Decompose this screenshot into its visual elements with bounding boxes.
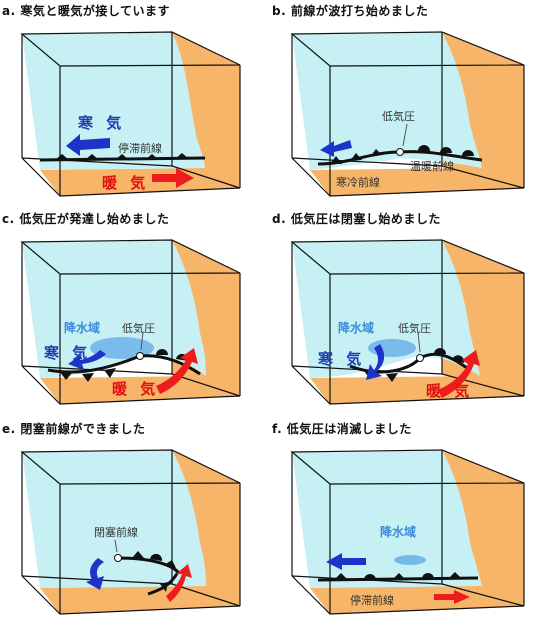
cold-air-arrow [86, 558, 104, 590]
warm-air-floor [310, 168, 524, 196]
warm-front [139, 354, 201, 376]
precip-label: 降水域 [338, 320, 374, 335]
warm-front [399, 150, 483, 162]
panel-d: d. 低気圧は閉塞し始めました 降水域 低気圧 [270, 208, 535, 413]
panel-b-diagram: 低気圧 温暖前線 寒冷前線 [290, 31, 525, 197]
occluded-front [117, 556, 180, 596]
warm-air-floor [310, 586, 524, 614]
panel-a: a. 寒気と暖気が接しています 寒 気 暖 気 [0, 0, 265, 205]
panel-c-caption: c. 低気圧が発達し始めました [2, 212, 170, 226]
panel-b-caption: b. 前線が波打ち始めました [272, 4, 429, 18]
warm-air-label: 暖 気 [112, 380, 159, 398]
cold-air-arrow [320, 140, 352, 157]
cold-front [349, 356, 422, 374]
warm-air-label: 暖 気 [102, 174, 149, 192]
warm-air-label: 暖 気 [426, 382, 473, 400]
cold-air-arrow [68, 350, 106, 370]
panel-b: b. 前線が波打ち始めました 低気圧 [270, 0, 535, 205]
low-label: 低気圧 [122, 321, 155, 335]
panel-d-diagram: 降水域 低気圧 寒 気 暖 気 [290, 239, 525, 405]
cold-air-region [22, 450, 206, 588]
warm-air-floor [310, 376, 524, 404]
low-label: 低気圧 [398, 321, 431, 335]
warm-air-arrow [156, 348, 198, 394]
panel-c-diagram: 降水域 低気圧 寒 気 暖 気 [20, 239, 241, 405]
front-label: 停滞前線 [350, 593, 394, 607]
warm-air-arrow [434, 590, 470, 604]
warm-front-label: 温暖前線 [410, 159, 454, 173]
panel-d-caption: d. 低気圧は閉塞し始めました [272, 212, 441, 226]
cold-air-arrow [66, 134, 110, 156]
warm-air-floor [40, 586, 240, 614]
front-label: 停滞前線 [118, 141, 162, 155]
low-label: 低気圧 [382, 109, 415, 123]
precipitation-area [394, 555, 426, 565]
warm-air-arrow [152, 168, 194, 188]
warm-air-floor [40, 376, 240, 404]
panel-f-diagram: 降水域 停滞前線 [290, 449, 525, 615]
warm-air-arrow [166, 564, 192, 602]
panel-a-caption: a. 寒気と暖気が接しています [2, 4, 170, 18]
cold-air-region [22, 32, 205, 170]
panel-f-caption: f. 低気圧は消滅しました [272, 422, 412, 436]
panel-c: c. 低気圧が発達し始めました 降水域 [0, 208, 265, 413]
cold-air-label: 寒 気 [44, 344, 91, 362]
cold-air-label: 寒 気 [318, 350, 365, 368]
low-pressure-center [136, 352, 144, 360]
low-pressure-center [114, 554, 122, 562]
precip-label: 降水域 [64, 320, 100, 335]
cold-front [47, 354, 141, 374]
cold-air-arrow [366, 344, 385, 380]
occluded-front-label: 閉塞前線 [94, 525, 138, 539]
panel-e-caption: e. 閉塞前線ができました [2, 422, 146, 436]
panel-f: f. 低気圧は消滅しました 降水域 停滞前線 [270, 418, 535, 623]
panel-e-diagram: 閉塞前線 [20, 449, 241, 615]
panel-a-diagram: 寒 気 暖 気 停滞前線 [20, 31, 241, 197]
low-pressure-center [416, 354, 424, 362]
warm-air-floor [40, 168, 240, 196]
panel-e: e. 閉塞前線ができました 閉塞前線 [0, 418, 265, 623]
cold-air-arrow [326, 553, 366, 570]
cold-front-label: 寒冷前線 [336, 175, 380, 189]
warm-air-arrow [438, 350, 480, 398]
cold-air-label: 寒 気 [78, 114, 125, 132]
precip-label: 降水域 [380, 524, 416, 539]
low-pressure-center [396, 148, 404, 156]
